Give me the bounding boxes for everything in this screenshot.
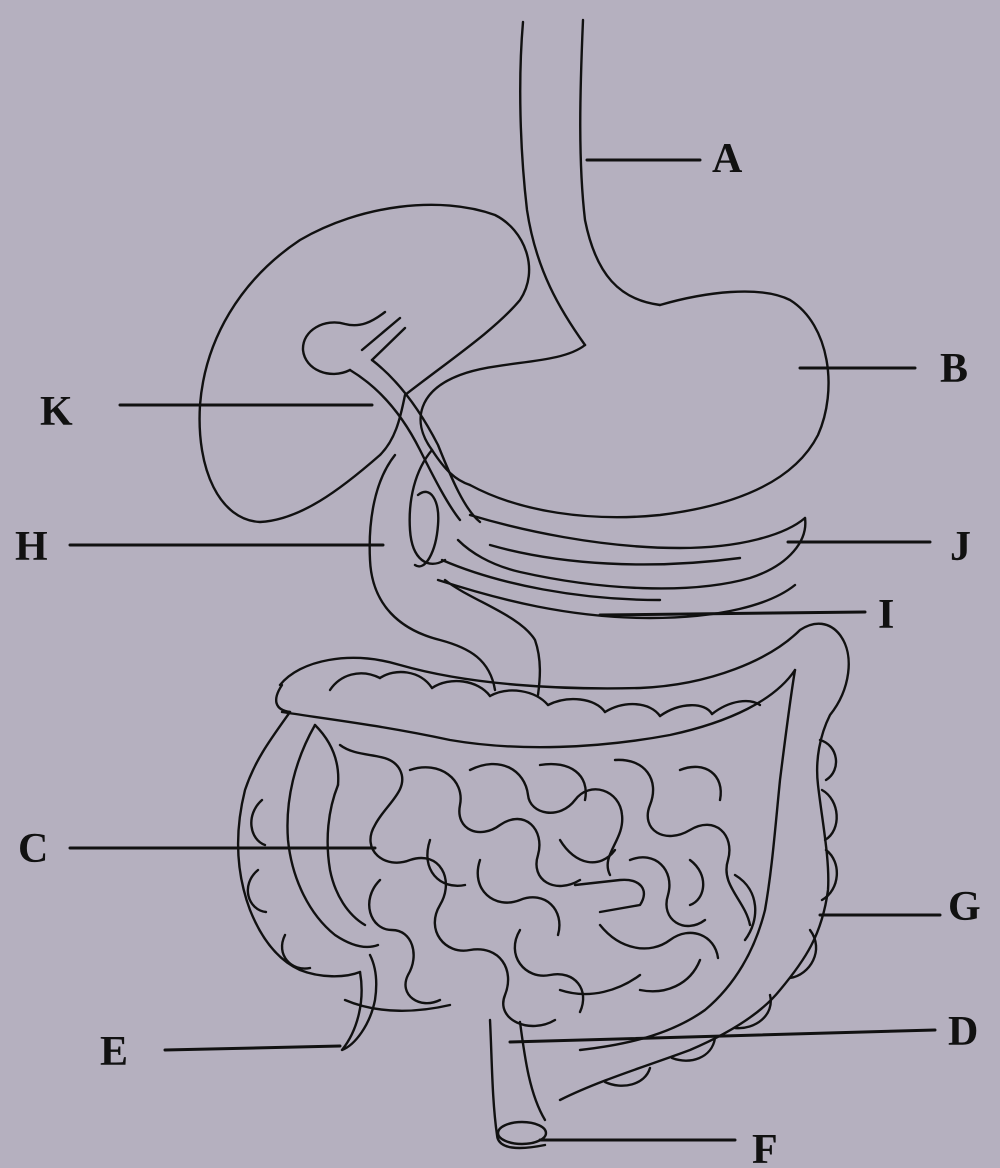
liver: [200, 205, 530, 522]
stomach: [421, 292, 829, 518]
label-g: G: [948, 884, 981, 930]
appendix: [342, 955, 376, 1050]
leader-line-e: [165, 1046, 340, 1050]
labels: A B K H J I C G D E F: [15, 136, 981, 1168]
label-b: B: [940, 346, 968, 392]
label-c: C: [18, 826, 48, 872]
label-h: H: [15, 524, 48, 570]
label-d: D: [948, 1009, 978, 1055]
label-f: F: [752, 1127, 778, 1168]
label-k: K: [40, 389, 73, 435]
rectum: [490, 1020, 546, 1148]
gallbladder: [303, 312, 480, 522]
label-i: I: [878, 592, 894, 638]
pancreas: [438, 515, 805, 618]
large-intestine: [238, 624, 849, 1100]
leader-line-d: [510, 1030, 935, 1042]
label-j: J: [950, 524, 971, 570]
label-a: A: [712, 136, 743, 182]
leader-line-i: [600, 612, 865, 615]
small-intestine: [340, 745, 755, 1026]
label-e: E: [100, 1029, 128, 1075]
esophagus: [520, 20, 660, 345]
